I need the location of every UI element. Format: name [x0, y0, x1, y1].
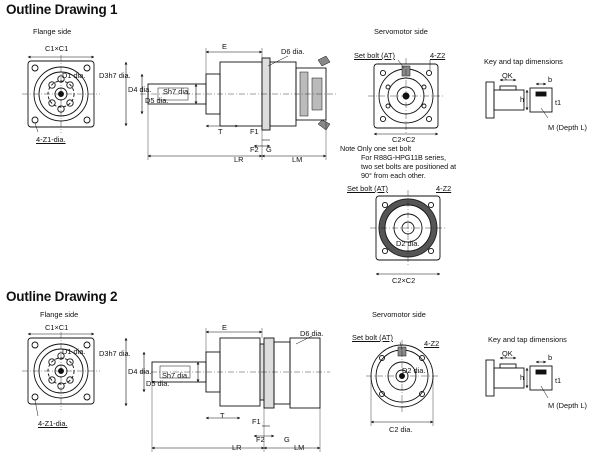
- c2-label-1b: C2×C2: [392, 276, 416, 285]
- lr-label-2: LR: [232, 443, 242, 452]
- d4-label-2: D4 dia.: [128, 367, 152, 376]
- key-tap-view-1: [485, 78, 553, 119]
- key-tap-label-2: Key and tap dimensions: [488, 335, 567, 344]
- g-label-1: G: [266, 145, 272, 154]
- d4-label-1: D4 dia.: [128, 85, 152, 94]
- qk-label-2: QK: [502, 349, 513, 358]
- t-label-2: T: [220, 411, 225, 420]
- drawing-2-title: Outline Drawing 2: [6, 289, 118, 304]
- note-line-4: 90° from each other.: [361, 171, 426, 180]
- z2-label-2: 4-Z2: [424, 339, 440, 348]
- d2-label-1b: D2 dia.: [396, 239, 420, 248]
- d5-label-2: D5 dia.: [146, 379, 170, 388]
- flange-side-view-2: [22, 332, 100, 417]
- d6-label-2: D6 dia.: [300, 329, 324, 338]
- note-line-1: Note Only one set bolt: [340, 144, 412, 153]
- f2-label-1: F2: [250, 145, 259, 154]
- d2-label-2: D2 dia.: [402, 366, 426, 375]
- z1-label-2: 4-Z1-dia.: [38, 419, 68, 428]
- c1-label-1: C1×C1: [45, 44, 69, 53]
- m-label-1: M (Depth L): [548, 123, 588, 132]
- lr-label-1: LR: [234, 155, 244, 164]
- set-bolt-label-2: Set bolt (AT): [352, 333, 393, 342]
- t-label-1: T: [218, 127, 223, 136]
- servomotor-side-label-2: Servomotor side: [372, 310, 426, 319]
- servomotor-side-label-1: Servomotor side: [374, 27, 428, 36]
- f1-label-1: F1: [250, 127, 259, 136]
- qk-label-1: QK: [502, 71, 513, 80]
- z2-label-1: 4-Z2: [430, 51, 446, 60]
- f2-label-2: F2: [256, 435, 265, 444]
- d3-label-1: D3h7 dia.: [99, 71, 131, 80]
- c2-label-1: C2×C2: [392, 135, 416, 144]
- b-label-1: b: [548, 75, 553, 84]
- c2-label-2: C2 dia.: [389, 425, 413, 434]
- flange-side-label-1: Flange side: [33, 27, 72, 36]
- d3-label-2: D3h7 dia.: [99, 349, 131, 358]
- side-view-2: [124, 328, 330, 452]
- drawing-1-title: Outline Drawing 1: [6, 2, 118, 17]
- g-label-2: G: [284, 435, 290, 444]
- key-tap-view-2: [485, 356, 553, 399]
- d5-label-1: D5 dia.: [145, 96, 169, 105]
- sh-label-2: Sh7 dia.: [162, 371, 190, 380]
- key-tap-label-1: Key and tap dimensions: [484, 57, 563, 66]
- h-label-1: h: [520, 95, 525, 104]
- servomotor-side-view-1: [368, 58, 444, 136]
- flange-side-view-1: [22, 55, 100, 133]
- note-line-2: For R88G-HPG11B series,: [361, 153, 446, 162]
- f1-label-2: F1: [252, 417, 261, 426]
- h-label-2: h: [520, 373, 525, 382]
- z1-label-1: 4-Z1-dia.: [36, 135, 66, 144]
- m-label-2: M (Depth L): [548, 401, 588, 410]
- c1-label-2: C1×C1: [45, 323, 69, 332]
- side-view-1: [124, 48, 336, 160]
- sh-label-1: Sh7 dia.: [163, 87, 191, 96]
- t1-label-1: t1: [555, 98, 562, 107]
- set-bolt-label-1: Set bolt (AT): [354, 51, 395, 60]
- d1-label-2: D1 dia.: [62, 347, 86, 356]
- e-label-2: E: [222, 323, 227, 332]
- b-label-2: b: [548, 353, 553, 362]
- note-line-3: two set bolts are positioned at: [361, 162, 457, 171]
- e-label-1: E: [222, 42, 227, 51]
- flange-side-label-2: Flange side: [40, 310, 79, 319]
- lm-label-2: LM: [294, 443, 305, 452]
- z2-label-1b: 4-Z2: [436, 184, 452, 193]
- servomotor-side-view-1b: [370, 190, 446, 276]
- d1-label-1: D1 dia.: [62, 71, 86, 80]
- t1-label-2: t1: [555, 376, 562, 385]
- d6-label-1: D6 dia.: [281, 47, 305, 56]
- servomotor-side-view-2: [366, 340, 438, 426]
- set-bolt-label-1b: Set bolt (AT): [347, 184, 388, 193]
- lm-label-1: LM: [292, 155, 303, 164]
